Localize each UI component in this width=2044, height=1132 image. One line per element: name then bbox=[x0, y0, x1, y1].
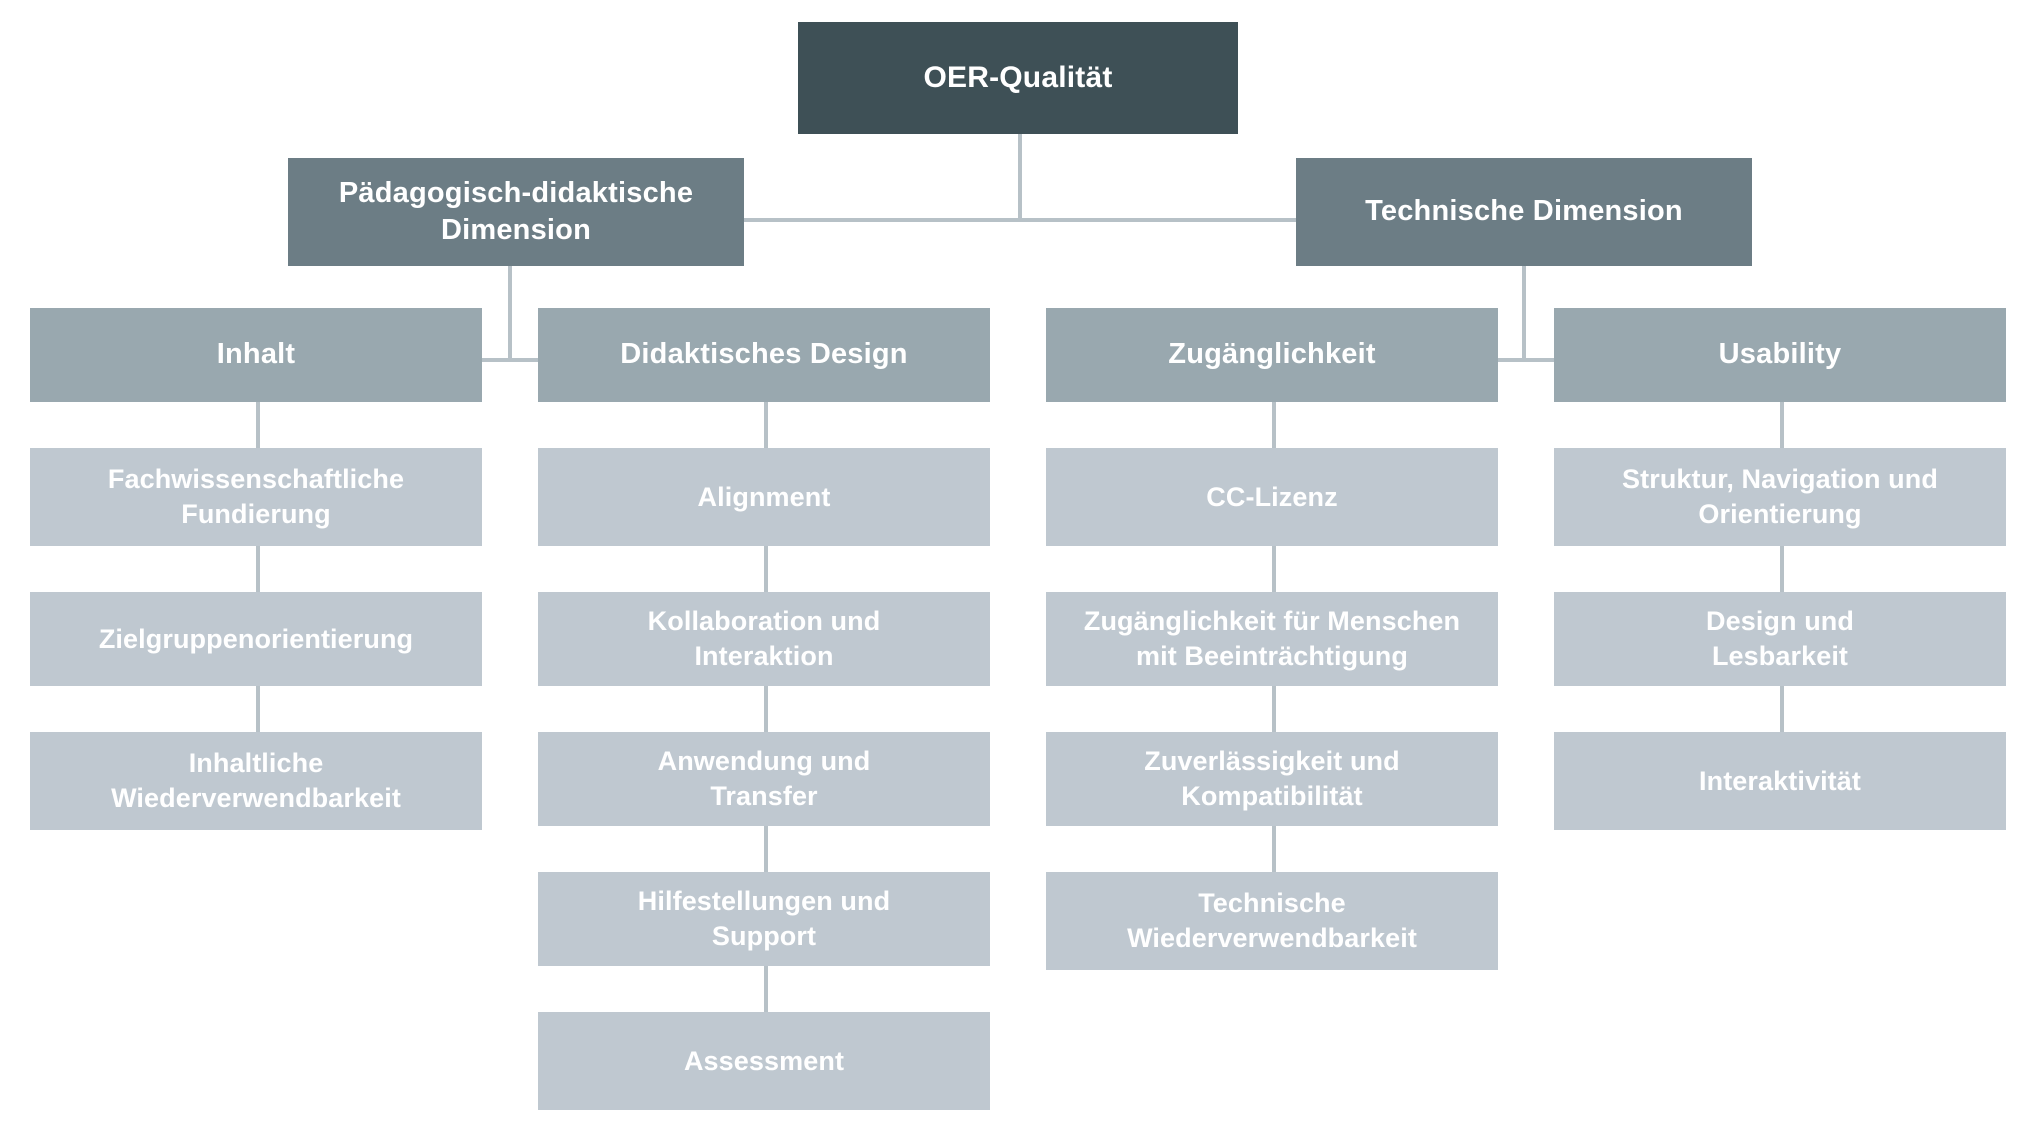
node-dimension-paedagogisch-didaktisch[interactable]: Pädagogisch-didaktische Dimension bbox=[288, 158, 744, 266]
connector-tech-category-bus bbox=[1272, 358, 1780, 362]
connector-didaktik-2 bbox=[764, 546, 768, 592]
connector-root-drop bbox=[1018, 134, 1022, 220]
connector-didaktik-1 bbox=[764, 402, 768, 448]
node-criterion-hilfestellungen-und-support[interactable]: Hilfestellungen und Support bbox=[538, 872, 990, 966]
node-category-inhalt[interactable]: Inhalt bbox=[30, 308, 482, 402]
node-dimension-label: Technische Dimension bbox=[1365, 195, 1683, 228]
node-criterion-label: Inhaltliche Wiederverwendbarkeit bbox=[111, 748, 401, 813]
connector-didaktik-3 bbox=[764, 686, 768, 732]
node-criterion-kollaboration-und-interaktion[interactable]: Kollaboration und Interaktion bbox=[538, 592, 990, 686]
node-criterion-label: Struktur, Navigation und Orientierung bbox=[1622, 464, 1938, 529]
node-category-label: Didaktisches Design bbox=[620, 338, 908, 371]
connector-usability-3 bbox=[1780, 686, 1784, 732]
node-criterion-zielgruppenorientierung[interactable]: Zielgruppenorientierung bbox=[30, 592, 482, 686]
connector-zugang-1 bbox=[1272, 402, 1276, 448]
node-criterion-struktur-navigation-orientierung[interactable]: Struktur, Navigation und Orientierung bbox=[1554, 448, 2006, 546]
connector-didaktik-5 bbox=[764, 966, 768, 1012]
node-criterion-label: Kollaboration und Interaktion bbox=[647, 606, 881, 671]
node-criterion-zuverlaessigkeit-und-kompatibilitaet[interactable]: Zuverlässigkeit und Kompatibilität bbox=[1046, 732, 1498, 826]
node-criterion-zugaenglichkeit-beeintraechtigung[interactable]: Zugänglichkeit für Menschen mit Beeinträ… bbox=[1046, 592, 1498, 686]
connector-inhalt-3 bbox=[256, 686, 260, 732]
node-dimension-technisch[interactable]: Technische Dimension bbox=[1296, 158, 1752, 266]
node-criterion-design-und-lesbarkeit[interactable]: Design und Lesbarkeit bbox=[1554, 592, 2006, 686]
node-root-oer-qualitaet[interactable]: OER-Qualität bbox=[798, 22, 1238, 134]
node-category-label: Usability bbox=[1718, 338, 1842, 371]
node-criterion-label: Zielgruppenorientierung bbox=[98, 623, 414, 654]
node-criterion-fachwissenschaftliche-fundierung[interactable]: Fachwissenschaftliche Fundierung bbox=[30, 448, 482, 546]
node-criterion-assessment[interactable]: Assessment bbox=[538, 1012, 990, 1110]
connector-zugang-3 bbox=[1272, 686, 1276, 732]
node-criterion-label: Hilfestellungen und Support bbox=[637, 886, 891, 951]
connector-inhalt-1 bbox=[256, 402, 260, 448]
connector-paed-drop bbox=[508, 266, 512, 362]
node-criterion-label: Anwendung und Transfer bbox=[657, 746, 871, 811]
node-criterion-interaktivitaet[interactable]: Interaktivität bbox=[1554, 732, 2006, 830]
connector-zugang-4 bbox=[1272, 826, 1276, 872]
connector-tech-drop bbox=[1522, 266, 1526, 362]
node-criterion-label: CC-Lizenz bbox=[1206, 481, 1338, 512]
connector-paed-category-bus bbox=[256, 358, 764, 362]
connector-zugang-2 bbox=[1272, 546, 1276, 592]
connector-usability-2 bbox=[1780, 546, 1784, 592]
node-category-label: Inhalt bbox=[216, 338, 296, 371]
node-criterion-cc-lizenz[interactable]: CC-Lizenz bbox=[1046, 448, 1498, 546]
node-dimension-label: Pädagogisch-didaktische Dimension bbox=[338, 176, 694, 246]
node-criterion-label: Alignment bbox=[697, 481, 831, 512]
connector-dimension-bus bbox=[738, 218, 1302, 222]
node-criterion-inhaltliche-wiederverwendbarkeit[interactable]: Inhaltliche Wiederverwendbarkeit bbox=[30, 732, 482, 830]
node-criterion-label: Zugänglichkeit für Menschen mit Beeinträ… bbox=[1083, 606, 1461, 671]
connector-didaktik-4 bbox=[764, 826, 768, 872]
node-criterion-label: Technische Wiederverwendbarkeit bbox=[1127, 888, 1417, 953]
node-category-usability[interactable]: Usability bbox=[1554, 308, 2006, 402]
node-root-label: OER-Qualität bbox=[923, 60, 1113, 94]
node-criterion-label: Fachwissenschaftliche Fundierung bbox=[107, 464, 405, 529]
node-criterion-technische-wiederverwendbarkeit[interactable]: Technische Wiederverwendbarkeit bbox=[1046, 872, 1498, 970]
node-category-label: Zugänglichkeit bbox=[1168, 338, 1376, 371]
node-criterion-label: Design und Lesbarkeit bbox=[1706, 606, 1854, 671]
node-criterion-alignment[interactable]: Alignment bbox=[538, 448, 990, 546]
connector-inhalt-2 bbox=[256, 546, 260, 592]
node-criterion-label: Zuverlässigkeit und Kompatibilität bbox=[1144, 746, 1400, 811]
node-criterion-label: Assessment bbox=[683, 1045, 845, 1076]
node-category-didaktisches-design[interactable]: Didaktisches Design bbox=[538, 308, 990, 402]
node-criterion-label: Interaktivität bbox=[1699, 765, 1861, 796]
connector-usability-1 bbox=[1780, 402, 1784, 448]
node-category-zugaenglichkeit[interactable]: Zugänglichkeit bbox=[1046, 308, 1498, 402]
node-criterion-anwendung-und-transfer[interactable]: Anwendung und Transfer bbox=[538, 732, 990, 826]
